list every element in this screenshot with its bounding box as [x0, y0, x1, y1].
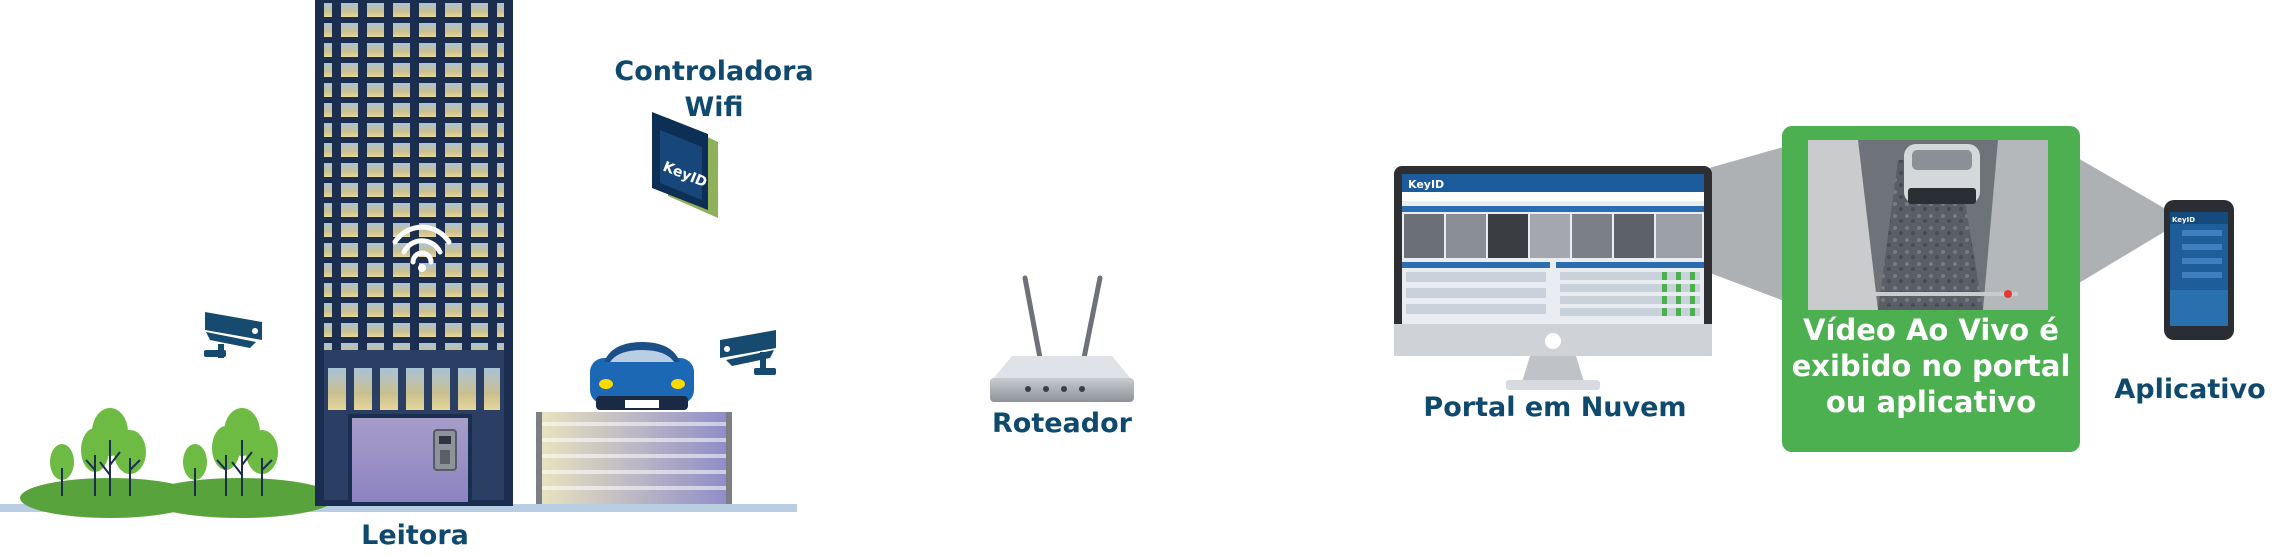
gate-icon: [536, 412, 732, 504]
car-icon: [590, 342, 694, 410]
trees-icon: [20, 408, 335, 518]
label-leitora: Leitora: [361, 520, 469, 551]
security-camera-right-icon: [720, 330, 776, 375]
router-icon: [990, 275, 1134, 402]
live-video-caption-line2: exibido no portal: [1791, 349, 2071, 383]
phone-icon: KeyID: [2164, 200, 2234, 340]
label-roteador: Roteador: [992, 408, 1132, 439]
monitor-icon: KeyID: [1394, 166, 1712, 390]
security-camera-left-icon: [204, 312, 262, 358]
wifi-icon: [392, 224, 452, 265]
ground-line: [0, 504, 797, 512]
card-reader-icon: [433, 429, 457, 471]
label-controladora-line2: Wifi: [684, 92, 744, 123]
live-video-caption: Vídeo Ao Vivo é exibido no portal ou apl…: [1782, 312, 2080, 420]
wifi-controller-icon: KeyID: [652, 112, 718, 218]
label-portal: Portal em Nuvem: [1423, 392, 1687, 423]
live-video-caption-line3: ou aplicativo: [1825, 385, 2037, 419]
label-controladora-line1: Controladora: [614, 56, 814, 87]
keyid-logo-phone: KeyID: [2172, 216, 2195, 224]
label-aplicativo: Aplicativo: [2114, 374, 2266, 405]
label-controladora: Controladora Wifi: [600, 54, 828, 126]
keyid-logo-portal: KeyID: [1408, 178, 1444, 191]
live-video-frame: [1808, 140, 2048, 310]
live-video-caption-line1: Vídeo Ao Vivo é: [1803, 313, 2059, 347]
building-icon: [315, 0, 513, 506]
